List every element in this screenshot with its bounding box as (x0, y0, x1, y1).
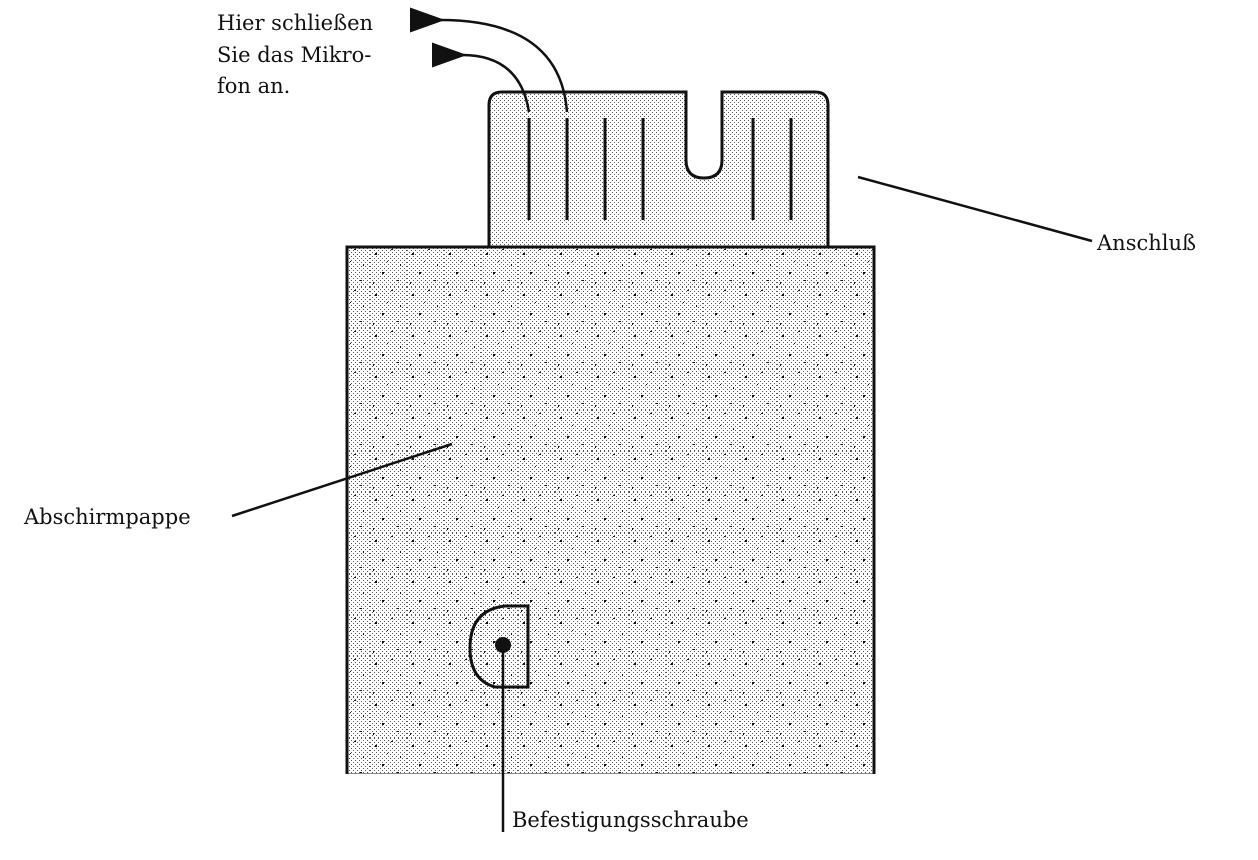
connector (487, 90, 830, 249)
shield-board-label: Abschirmpappe (23, 505, 191, 529)
shield-board (345, 245, 876, 777)
mounting-screw-label: Befestigungsschraube (512, 808, 749, 832)
arrow-inner (431, 42, 531, 113)
screw-bracket (468, 604, 530, 689)
connector-pins (527, 118, 793, 220)
instruction-line-2: Sie das Mikro- (217, 43, 371, 67)
instruction-line-3: fon an. (217, 74, 290, 98)
mounting-screw (468, 604, 530, 832)
shield-board-leader (231, 442, 453, 518)
instruction-line-1: Hier schließen (217, 11, 373, 35)
connector-label: Anschluß (1096, 231, 1196, 255)
arrow-outer (409, 7, 569, 113)
connector-leader (857, 175, 1093, 243)
